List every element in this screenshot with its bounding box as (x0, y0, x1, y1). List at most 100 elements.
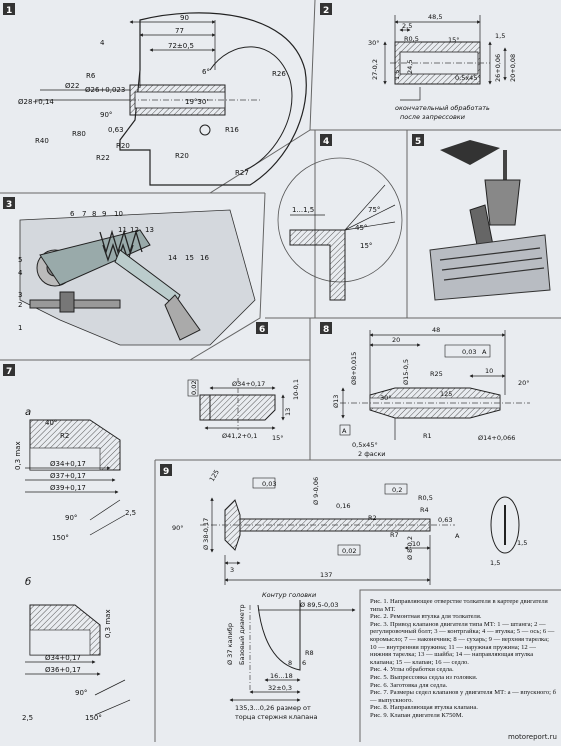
fig3-callout: 9 (102, 210, 106, 218)
fig3-valve-train-drawing: 6 7 8 9 10 11 12 13 14 15 16 5 4 3 2 1 (18, 209, 256, 346)
fig9-dim: R8 (305, 649, 314, 657)
fig9-dim: 135,3...0,26 размер от (235, 704, 311, 712)
fig2-dim: 1,5 (495, 32, 505, 40)
fig6-dim: 10-0,1 (292, 379, 300, 400)
figure-numbers: 1 2 3 4 5 6 8 7 9 (3, 3, 424, 477)
fig9-dim: торца стержня клапана (235, 713, 317, 721)
fig8-dim: 20 (392, 336, 400, 344)
fig8-valve-guide-drawing: 48 20 Ø8+0,015 Ø15-0,5 0,03 A Ø13 R25 30… (332, 326, 530, 458)
fig7-dim: 90° (65, 514, 77, 522)
fig7-dim: 0,3 max (104, 609, 112, 638)
fig9-dim: 125 (208, 468, 221, 483)
fig9-dim: Ø 37 калибр (226, 623, 234, 665)
fig8-dim: 0,03 (462, 348, 476, 356)
fig3-callout: 13 (145, 226, 154, 234)
fig3-number: 3 (6, 200, 12, 210)
fig7-dim: Ø36+0,17 (45, 666, 81, 674)
fig3-callout: 5 (18, 256, 22, 264)
fig7-dim: Ø37+0,17 (50, 472, 86, 480)
fig1-dim: R40 (35, 137, 49, 145)
fig5-seat-pressing-drawing (429, 140, 551, 301)
fig3-callout: 1 (18, 324, 22, 332)
fig8-dim: 10 (485, 367, 493, 375)
fig9-dim: R7 (390, 531, 399, 539)
fig5-number: 5 (415, 137, 421, 147)
fig8-datum: A (342, 427, 347, 435)
fig3-callout: 14 (168, 254, 177, 262)
fig7-dim: Ø39+0,17 (50, 484, 86, 492)
fig7-dim: 2,5 (125, 509, 136, 517)
fig1-dim: Ø26+0,023 (85, 86, 125, 94)
fig9-dim: Базовый диаметр (238, 604, 246, 665)
fig1-dim: 90 (180, 14, 189, 22)
fig2-dim: 20+0,08 (509, 54, 517, 82)
fig7-label-b: б (25, 576, 31, 588)
fig9-dim: Ø 9-0,06 (312, 477, 320, 505)
fig9-number: 9 (163, 467, 169, 477)
fig4-dim: 15° (360, 242, 372, 250)
fig9-dim: 0,16 (336, 502, 350, 510)
fig4-number: 4 (323, 137, 329, 147)
fig6-dim: Ø41,2+0,1 (222, 432, 257, 440)
fig3-callout: 4 (18, 269, 23, 277)
fig2-repair-bushing-drawing: 48,5 2,5 R0,5 15° 1,5 30° 27-0,2 24,5 1,… (368, 13, 517, 121)
fig3-callout: 12 (130, 226, 139, 234)
fig9-dim: R0,5 (418, 494, 433, 502)
fig4-dim: 1...1,5 (292, 206, 314, 214)
caption-line: Рис. 4. Углы обработки седла. (370, 666, 454, 674)
fig1-dim: 90° (100, 111, 112, 119)
fig8-dim: R1 (423, 432, 432, 440)
fig9-dim: 0,2 (392, 486, 402, 494)
fig1-dim: 0,63 (108, 126, 124, 134)
fig1-dim: Ø22 (65, 82, 79, 90)
fig2-note: после запрессовки (400, 113, 465, 121)
fig2-dim: 48,5 (428, 13, 442, 21)
fig1-dim: 4 (100, 39, 105, 47)
fig2-dim: R0,5 (404, 35, 419, 43)
fig9-dim: 10 (412, 540, 420, 548)
fig1-dim: R22 (96, 154, 110, 162)
fig9-dim: 90° (172, 524, 184, 532)
fig1-dim: Ø28+0,14 (18, 98, 54, 106)
fig6-dim: 15° (272, 434, 284, 442)
fig2-dim: 15° (448, 36, 460, 44)
fig1-dim: R27 (235, 169, 249, 177)
figure-captions: Рис. 1. Направляющее отверстие толкателя… (370, 598, 556, 720)
fig8-dim: Ø15-0,5 (402, 359, 410, 385)
fig7-label-a: а (25, 407, 31, 418)
fig1-number: 1 (6, 6, 12, 16)
fig2-dim: 27-0,2 (371, 59, 379, 80)
fig8-dim: R25 (430, 370, 443, 378)
fig3-callout: 2 (18, 301, 22, 309)
fig2-dim: 1,5 (393, 70, 401, 80)
fig4-dim: 75° (368, 206, 380, 214)
fig2-dim: 2,5 (402, 22, 412, 30)
fig3-callout: 8 (92, 210, 96, 218)
fig3-callout: 6 (70, 210, 75, 218)
fig3-callout: 3 (18, 291, 22, 299)
fig9-dim: Ø 8-0,2 (406, 536, 414, 560)
fig8-dim: Ø8+0,015 (350, 352, 358, 385)
fig6-dim: 0,02 (190, 381, 198, 395)
caption-line: Рис. 5. Выпрессовка седла из головки. (370, 673, 478, 681)
fig9-dim: R4 (420, 506, 429, 514)
fig2-number: 2 (323, 6, 329, 16)
fig7-dim: 150° (52, 534, 69, 542)
fig1-dim: 72±0,5 (168, 42, 194, 50)
fig6-dim: 13 (284, 408, 292, 416)
caption-line: Рис. 3. Привод клапанов двигателя типа М… (370, 620, 555, 666)
fig1-dim: 19°30' (185, 98, 208, 106)
fig3-callout: 16 (200, 254, 209, 262)
fig9-dim: 137 (320, 571, 332, 579)
fig9-subtitle: Контур головки (262, 591, 316, 599)
fig2-note: окончательный обработать (395, 104, 490, 112)
fig1-dim: R6 (86, 72, 96, 80)
caption-line: Рис. 7. Размеры седел клапанов у двигате… (370, 689, 556, 704)
fig9-valve-drawing: 125 0,03 Ø 9-0,06 0,16 0,2 R0,5 R4 R2 0,… (172, 468, 527, 721)
fig6-number: 6 (259, 325, 265, 335)
fig8-dim: 20° (518, 379, 530, 387)
fig9-dim: 0,63 (438, 516, 452, 524)
fig8-dim: Ø13 (332, 395, 340, 408)
